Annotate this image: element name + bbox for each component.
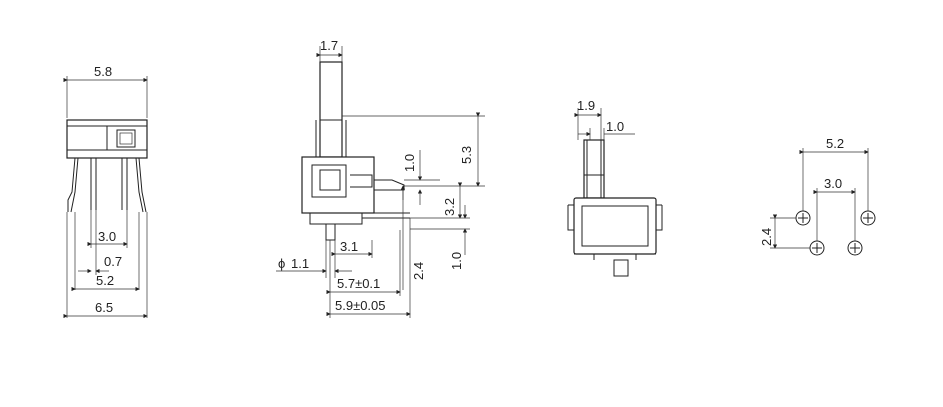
end-dim-1-9: 1.9 [577, 98, 595, 113]
footprint-dim-3-0: 3.0 [824, 176, 842, 191]
side-terminal [374, 179, 405, 191]
front-pin-left-outer [67, 157, 76, 212]
side-dim-1-7: 1.7 [320, 38, 338, 53]
side-dim-phi-symbol: ϕ [278, 256, 285, 271]
side-housing [301, 156, 375, 214]
side-dim-5-9: 5.9±0.05 [335, 298, 386, 313]
side-dim-1-0-upper: 1.0 [402, 154, 417, 172]
end-view: 1.9 1.0 [567, 98, 663, 277]
front-dim-3-0: 3.0 [98, 229, 116, 244]
side-actuator [319, 61, 343, 158]
footprint-hole [847, 240, 863, 256]
side-boss [325, 223, 336, 241]
front-pin-right-outer [138, 157, 147, 213]
front-dim-5-8: 5.8 [94, 64, 112, 79]
end-pin [613, 259, 629, 277]
front-window [116, 129, 136, 148]
front-dim-5-2: 5.2 [96, 273, 114, 288]
footprint-dim-5-2: 5.2 [826, 136, 844, 151]
side-dim-1-0-lower: 1.0 [449, 252, 464, 270]
front-dim-6-5: 6.5 [95, 300, 113, 315]
front-dim-0-7: 0.7 [104, 254, 122, 269]
footprint-hole [795, 210, 811, 226]
footprint-hole [860, 210, 876, 226]
side-dim-5-3: 5.3 [459, 146, 474, 164]
side-base [309, 213, 363, 225]
side-dim-3-1: 3.1 [340, 239, 358, 254]
side-dim-5-7: 5.7±0.1 [337, 276, 380, 291]
pcb-footprint: 5.2 3.0 2.4 [759, 136, 876, 256]
side-dim-2-4: 2.4 [411, 262, 426, 280]
footprint-dim-2-4: 2.4 [759, 228, 774, 246]
side-view: 1.7 5.3 1.0 3.2 1.0 2.4 ϕ 1.1 3 [276, 38, 485, 318]
side-dim-phi-value: 1.1 [291, 256, 309, 271]
front-view: 5.8 3.0 0.7 5.2 6.5 [63, 64, 148, 319]
footprint-hole [809, 240, 825, 256]
side-dim-3-2: 3.2 [442, 198, 457, 216]
end-dim-1-0: 1.0 [606, 119, 624, 134]
